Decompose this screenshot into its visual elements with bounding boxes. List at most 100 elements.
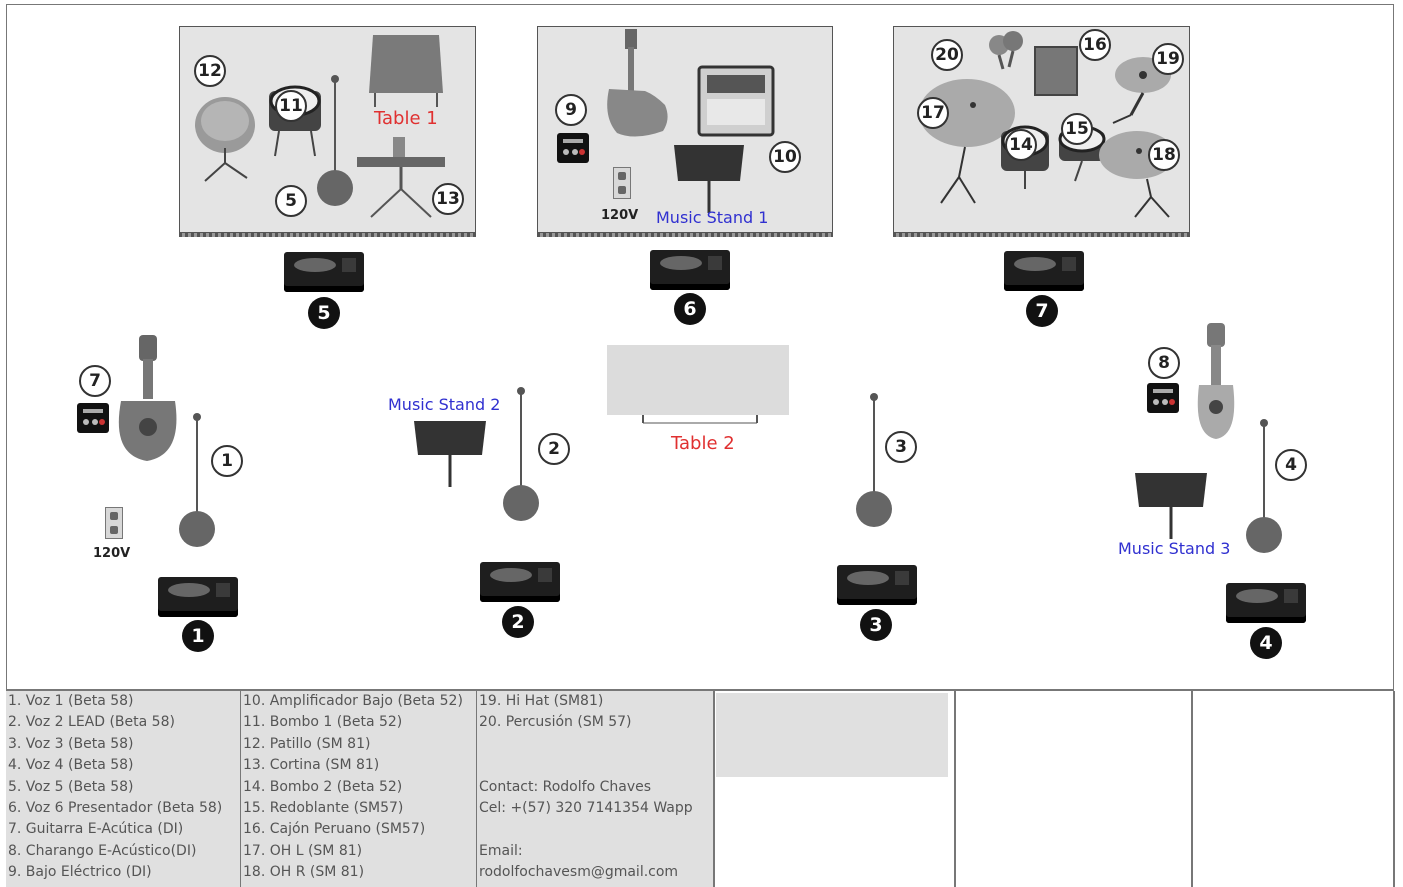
music-stand-3-label: Music Stand 3 [1118, 539, 1231, 558]
legend-item: 11. Bombo 1 (Beta 52) [243, 714, 403, 731]
monitor-3-badge: 3 [860, 609, 892, 641]
table-1-icon [369, 35, 443, 107]
input-2-badge: 2 [538, 433, 570, 465]
legend-item: 3. Voz 3 (Beta 58) [8, 735, 134, 752]
legend-item: 16. Cajón Peruano (SM57) [243, 821, 426, 838]
power-outlet-left-icon [105, 507, 123, 539]
legend-item [477, 819, 713, 840]
input-3-badge: 3 [885, 431, 917, 463]
legend-item: 12. Patillo (SM 81) [243, 735, 371, 752]
cajon-icon [1034, 46, 1078, 96]
legend-item: 18. OH R (SM 81) [243, 864, 365, 881]
legend-column-3: 19. Hi Hat (SM81) 20. Percusión (SM 57) … [477, 691, 713, 887]
monitor-5-badge: 5 [308, 297, 340, 329]
input-5-badge: 5 [275, 185, 307, 217]
legend-divider [476, 691, 478, 887]
riser-left-edge [179, 233, 476, 237]
legend-item: 9. Bajo Eléctrico (DI) [8, 864, 152, 881]
legend-item: 6. Voz 6 Presentador (Beta 58) [8, 799, 223, 816]
music-stand-2-icon [414, 421, 486, 487]
input-17-badge: 17 [917, 97, 949, 129]
legend-item: 2. Voz 2 LEAD (Beta 58) [8, 714, 175, 731]
legend-item: 1. Voz 1 (Beta 58) [8, 693, 134, 709]
riser-center-edge [537, 233, 833, 237]
input-13-badge: 13 [432, 183, 464, 215]
stage-plot: Table 1 120V Music Stand 1 [6, 4, 1394, 690]
di-box-left-icon [77, 403, 109, 433]
legend-column-5 [955, 691, 1191, 887]
contact-email[interactable]: rodolfochavesm@gmail.com [479, 864, 679, 881]
contact-name: Contact: Rodolfo Chaves [479, 778, 652, 795]
music-stand-3-icon [1135, 473, 1207, 539]
input-10-badge: 10 [769, 141, 801, 173]
acoustic-guitar-icon [118, 335, 177, 461]
music-stand-1-icon [674, 145, 744, 213]
table-1-label: Table 1 [374, 108, 438, 129]
legend-item: 5. Voz 5 (Beta 58) [8, 778, 134, 795]
power-label-left: 120V [93, 546, 131, 561]
input-list-table: 1. Voz 1 (Beta 58) 2. Voz 2 LEAD (Beta 5… [6, 690, 1395, 887]
legend-item: 8. Charango E-Acústico(DI) [8, 842, 197, 859]
music-stand-2-label: Music Stand 2 [388, 395, 501, 414]
legend-item [477, 734, 713, 755]
input-19-badge: 19 [1152, 43, 1184, 75]
monitor-4-badge: 4 [1250, 627, 1282, 659]
input-14-badge: 14 [1005, 129, 1037, 161]
monitor-7-badge: 7 [1026, 295, 1058, 327]
input-9-badge: 9 [555, 94, 587, 126]
input-7-badge: 7 [79, 365, 111, 397]
legend-column-4 [714, 691, 954, 887]
di-box-icon [557, 133, 589, 163]
charango-icon [1197, 323, 1235, 439]
legend-item: 10. Amplificador Bajo (Beta 52) [243, 693, 463, 709]
contact-email-label: Email: [479, 842, 523, 859]
monitor-6 [650, 250, 730, 290]
riser-right-edge [893, 233, 1190, 237]
legend-divider [713, 691, 715, 887]
legend-column-6 [1192, 691, 1394, 887]
power-label-center: 120V [601, 208, 639, 223]
legend-item: 14. Bombo 2 (Beta 52) [243, 778, 403, 795]
legend-divider [954, 691, 956, 887]
input-11-badge: 11 [275, 90, 307, 122]
di-box-right-icon [1147, 383, 1179, 413]
power-outlet-icon [613, 167, 631, 199]
legend-item: 4. Voz 4 (Beta 58) [8, 757, 134, 774]
legend-item: 13. Cortina (SM 81) [243, 757, 380, 774]
legend-item [477, 755, 713, 776]
legend-divider [240, 691, 242, 887]
input-16-badge: 16 [1079, 29, 1111, 61]
input-4-badge: 4 [1275, 449, 1307, 481]
cymbal-icon [195, 97, 255, 182]
monitor-1-badge: 1 [182, 620, 214, 652]
legend-column-2: 10. Amplificador Bajo (Beta 52) 11. Bomb… [241, 691, 476, 887]
monitor-2-badge: 2 [502, 606, 534, 638]
legend-item: 15. Redoblante (SM57) [243, 799, 404, 816]
monitor-4 [1226, 583, 1306, 623]
input-20-badge: 20 [931, 39, 963, 71]
monitor-5 [284, 252, 364, 292]
contact-phone: Cel: +(57) 320 7141354 Wapp [479, 799, 693, 816]
legend-shaded-cell [716, 693, 948, 777]
input-18-badge: 18 [1148, 139, 1180, 171]
percussion-icon [989, 31, 1023, 70]
microphone-2-icon [503, 387, 539, 521]
legend-column-1: 1. Voz 1 (Beta 58) 2. Voz 2 LEAD (Beta 5… [6, 691, 240, 887]
table-2-label: Table 2 [671, 433, 735, 454]
bass-amplifier-icon [697, 65, 775, 137]
microphone-stand-icon [317, 75, 353, 206]
input-1-badge: 1 [211, 445, 243, 477]
table-2-legs [642, 415, 758, 424]
legend-item: 7. Guitarra E-Acútica (DI) [8, 821, 184, 838]
legend-divider [1393, 691, 1395, 887]
bass-guitar-icon [607, 29, 668, 137]
input-12-badge: 12 [194, 55, 226, 87]
riser-center [537, 26, 833, 233]
microphone-3-icon [856, 393, 892, 527]
monitor-6-badge: 6 [674, 293, 706, 325]
monitor-1 [158, 577, 238, 617]
table-2-icon [607, 345, 789, 415]
input-8-badge: 8 [1148, 347, 1180, 379]
legend-item: 19. Hi Hat (SM81) [479, 693, 604, 709]
microphone-4-icon [1246, 419, 1282, 553]
